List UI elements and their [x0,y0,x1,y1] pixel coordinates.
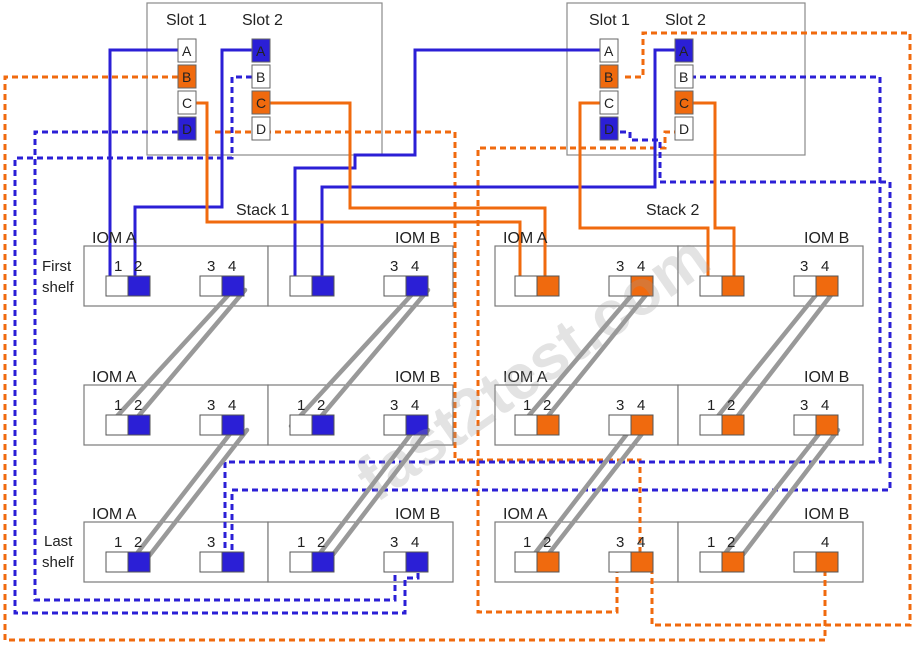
right-slot2-ports: A B C D [674,38,694,141]
port-2-label: 2 [727,397,735,414]
port-c-label: C [182,95,192,111]
slot1-label: Slot 1 [166,12,207,29]
iom-b-label: IOM B [804,369,849,386]
port-3-label: 3 [390,534,398,551]
port-3-label: 3 [800,258,808,275]
port-1-label: 1 [114,397,122,414]
last-shelf-label-2: shelf [42,554,75,571]
stack1-shelf-ports [105,275,429,573]
port-3-label: 3 [616,534,624,551]
port-4-label: 4 [637,397,645,414]
iom-b-label: IOM B [395,230,440,247]
port-number-labels: 1 2 3 4 3 4 1 2 3 4 1 2 3 4 1 2 3 1 2 3 … [114,258,829,551]
left-slot1-ports: A B C D [177,38,197,141]
port-3-label: 3 [390,258,398,275]
stack2-shelf-ports [514,275,839,573]
port-4-label: 4 [821,397,829,414]
port-4-label: 4 [637,534,645,551]
iom-a-label: IOM A [503,230,548,247]
gray-shelf-cables [105,287,841,568]
port-a-label: A [604,43,614,59]
iom-b-label: IOM B [804,230,849,247]
port-4-label: 4 [411,397,419,414]
port-2-label: 2 [317,534,325,551]
iom-b-label: IOM B [804,506,849,523]
port-c-label: C [256,95,266,111]
port-2-label: 2 [317,397,325,414]
orange-dashed-cables [3,31,912,642]
iom-a-label: IOM A [503,506,548,523]
slot2-label: Slot 2 [242,12,283,29]
port-2-label: 2 [543,534,551,551]
port-3-label: 3 [207,534,215,551]
port-b-label: B [182,69,191,85]
port-4-label: 4 [411,534,419,551]
port-a-label: A [256,43,266,59]
port-a-label: A [679,43,689,59]
port-1-label: 1 [114,534,122,551]
orange-solid-cables [195,101,736,290]
port-b-label: B [256,69,265,85]
port-4-label: 4 [821,258,829,275]
shelf-row-labels: First shelf Last shelf [42,258,75,571]
port-2-label: 2 [134,397,142,414]
port-4-label: 4 [821,534,829,551]
port-3-label: 3 [800,397,808,414]
port-c-label: C [679,95,689,111]
port-2-label: 2 [727,534,735,551]
port-3-label: 3 [390,397,398,414]
left-slot2-ports: A B C D [251,38,271,141]
port-1-label: 1 [297,397,305,414]
stack1-label: Stack 1 [236,202,289,219]
iom-b-label: IOM B [395,506,440,523]
iom-a-label: IOM A [503,369,548,386]
port-1-label: 1 [297,534,305,551]
port-d-label: D [604,121,614,137]
port-4-label: 4 [411,258,419,275]
port-4-label: 4 [228,397,236,414]
port-3-label: 3 [207,397,215,414]
port-1-label: 1 [114,258,122,275]
port-4-label: 4 [637,258,645,275]
port-b-label: B [604,69,613,85]
port-1-label: 1 [523,397,531,414]
stack2-label: Stack 2 [646,202,699,219]
first-shelf-label: First [42,258,72,275]
port-1-label: 1 [523,534,531,551]
port-a-label: A [182,43,192,59]
port-c-label: C [604,95,614,111]
slot2-label: Slot 2 [665,12,706,29]
port-3-label: 3 [207,258,215,275]
port-2-label: 2 [134,258,142,275]
port-2-label: 2 [543,397,551,414]
iom-a-label: IOM A [92,506,137,523]
iom-a-label: IOM A [92,369,137,386]
port-3-label: 3 [616,258,624,275]
iom-labels: IOM A IOM B IOM A IOM B IOM A IOM B IOM … [92,230,849,523]
last-shelf-label: Last [44,533,73,550]
port-1-label: 1 [707,397,715,414]
blue-dashed-cables [13,75,892,615]
right-slot1-ports: A B C D [599,38,619,141]
port-d-label: D [256,121,266,137]
iom-b-label: IOM B [395,369,440,386]
port-4-label: 4 [228,258,236,275]
port-3-label: 3 [616,397,624,414]
port-d-label: D [679,121,689,137]
iom-a-label: IOM A [92,230,137,247]
slot1-label: Slot 1 [589,12,630,29]
port-b-label: B [679,69,688,85]
port-d-label: D [182,121,192,137]
port-2-label: 2 [134,534,142,551]
port-1-label: 1 [707,534,715,551]
first-shelf-label-2: shelf [42,279,75,296]
